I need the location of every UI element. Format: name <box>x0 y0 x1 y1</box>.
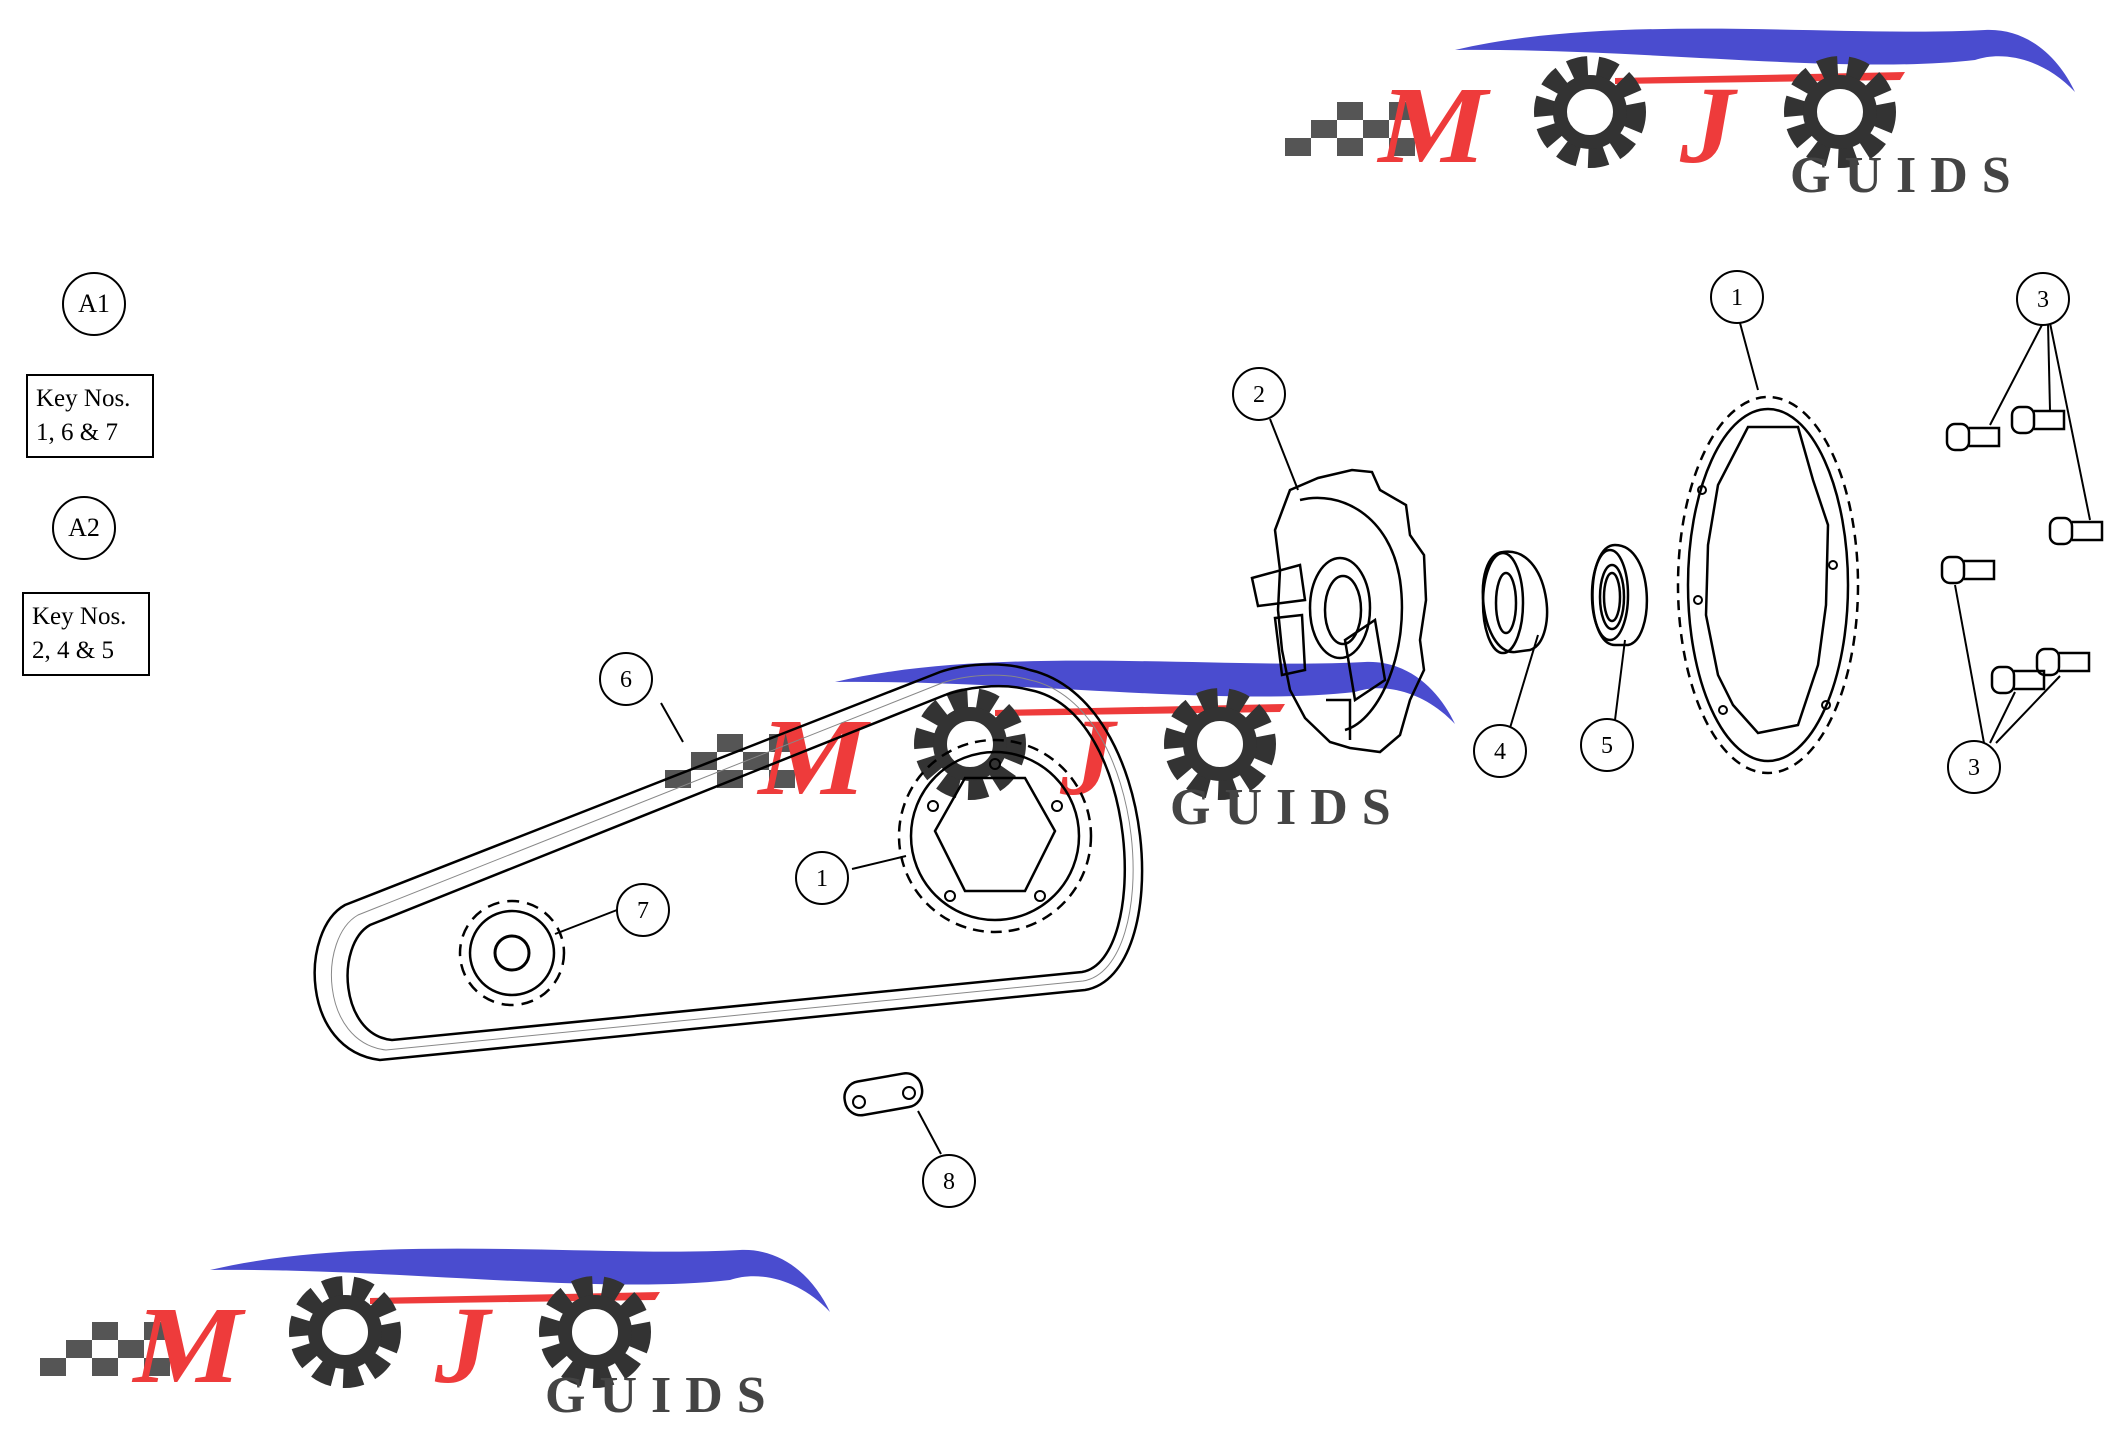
bolt <box>1990 665 2046 695</box>
rear-sprocket-on-chain <box>897 738 1093 934</box>
legend-circle-label: A2 <box>68 513 100 542</box>
callout-8: 8 <box>922 1154 976 1208</box>
callout-1: 1 <box>795 851 849 905</box>
callout-number: 4 <box>1494 739 1506 765</box>
callout-number: 2 <box>1253 382 1265 408</box>
callout-number: 3 <box>1968 755 1980 781</box>
callout-number: 8 <box>943 1169 955 1195</box>
oil-seal <box>1590 543 1649 647</box>
callout-number: 7 <box>637 898 649 924</box>
sprocket-carrier-hub <box>1250 468 1428 754</box>
callout-2: 2 <box>1232 367 1286 421</box>
bolt <box>2010 405 2066 435</box>
callout-number: 5 <box>1601 733 1613 759</box>
legend-circle-a2: A2 <box>52 496 116 560</box>
legend-key-numbers: 2, 4 & 5 <box>32 637 114 664</box>
callout-number: 1 <box>816 866 828 892</box>
spacer-ring <box>1481 550 1549 655</box>
watermark-logo-top <box>1285 29 2075 204</box>
legend-key-heading: Key Nos. <box>32 603 127 630</box>
chain-master-link <box>843 1072 924 1117</box>
callout-4: 4 <box>1473 724 1527 778</box>
bolt <box>2035 647 2091 677</box>
callouts: 1 2 3 4 5 1 6 7 8 3 <box>599 270 2070 1208</box>
callout-3: 3 <box>2016 272 2070 326</box>
callout-number: 1 <box>1731 285 1743 311</box>
callout-number: 3 <box>2037 287 2049 313</box>
front-sprocket <box>458 899 566 1007</box>
callout-number: 6 <box>620 667 632 693</box>
legend-key-numbers: 1, 6 & 7 <box>36 419 118 446</box>
legend-key-heading: Key Nos. <box>36 385 131 412</box>
legend-circle-label: A1 <box>78 289 110 318</box>
legend-box-a1: Key Nos. 1, 6 & 7 <box>26 374 154 458</box>
callout-5: 5 <box>1580 718 1634 772</box>
callout-1: 1 <box>1710 270 1764 324</box>
sprocket-bolts <box>1940 405 2104 695</box>
callout-3: 3 <box>1947 740 2001 794</box>
callout-7: 7 <box>616 883 670 937</box>
drive-chain <box>313 663 1144 1062</box>
rear-sprocket <box>1676 395 1860 775</box>
bolt <box>2048 516 2104 546</box>
bolt <box>1940 555 1996 585</box>
leader-lines <box>554 322 2091 1155</box>
bolt <box>1945 422 2001 452</box>
callout-6: 6 <box>599 652 653 706</box>
legend-circle-a1: A1 <box>62 272 126 336</box>
watermark-logo-bottom <box>40 1249 830 1424</box>
legend-box-a2: Key Nos. 2, 4 & 5 <box>22 592 150 676</box>
